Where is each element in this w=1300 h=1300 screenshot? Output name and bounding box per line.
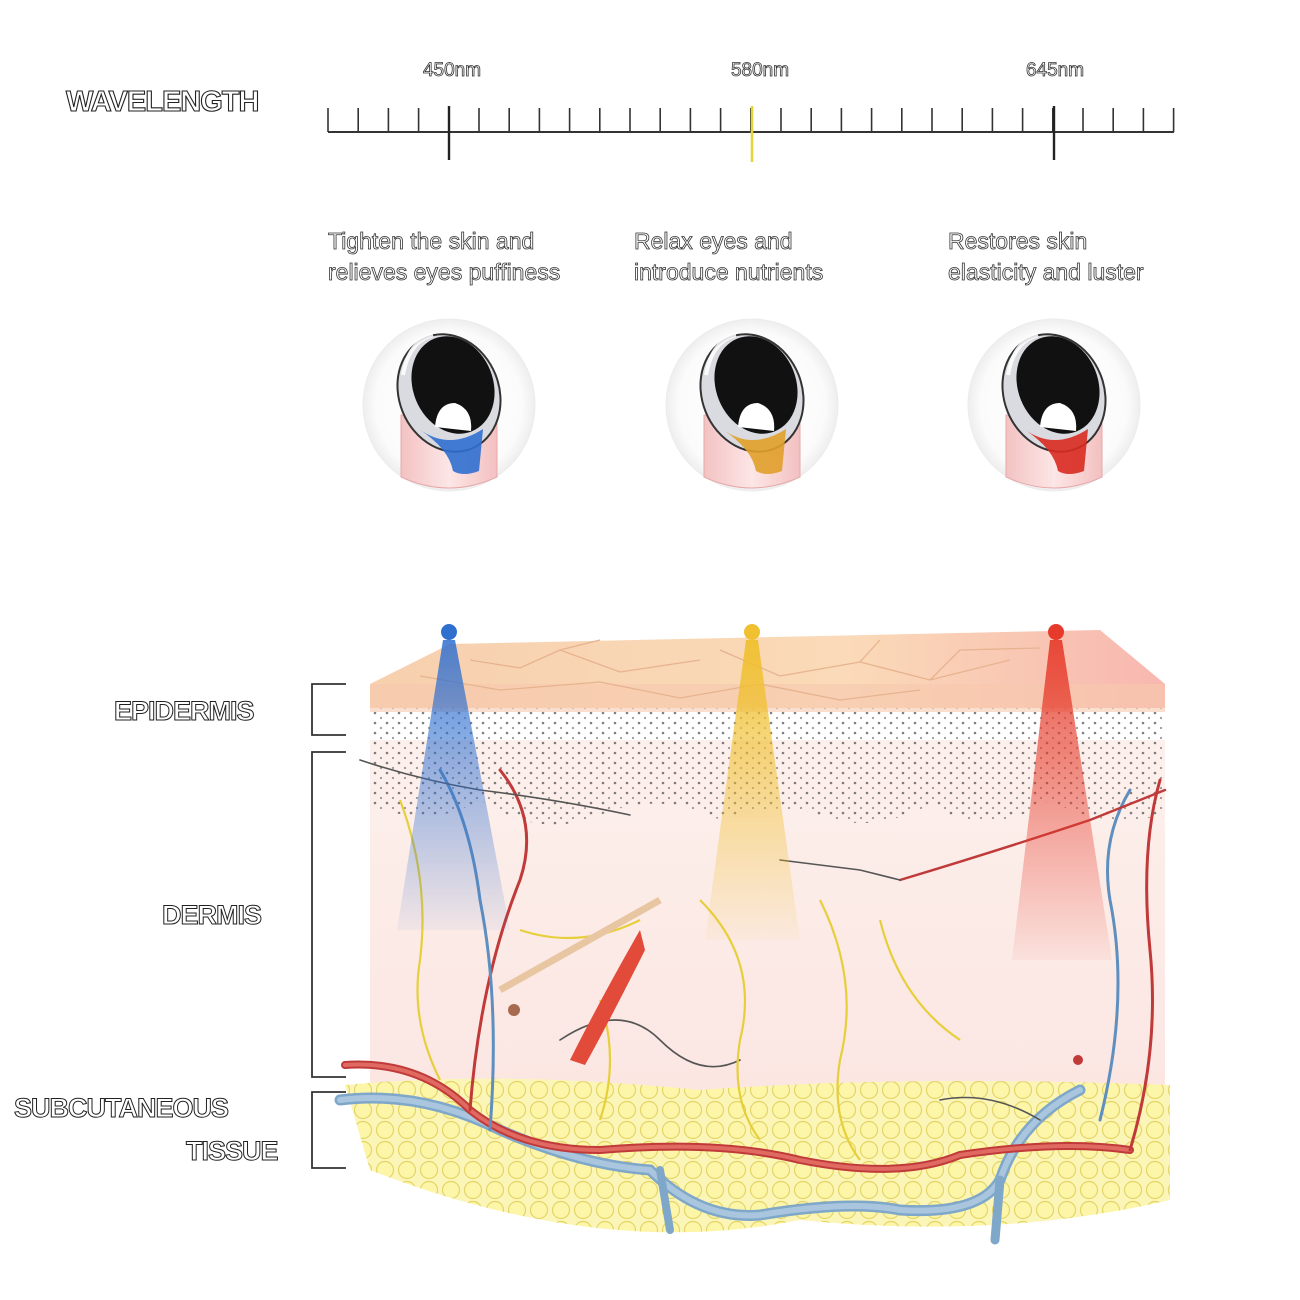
benefit-blue: Tighten the skin and relieves eyes puffi… bbox=[328, 226, 561, 288]
dermis-label: DERMIS bbox=[161, 900, 262, 931]
light-source-dot bbox=[441, 624, 457, 640]
device-illustrations bbox=[362, 318, 1141, 492]
benefit-yellow-line2: introduce nutrients bbox=[634, 259, 824, 286]
blood-vessels bbox=[334, 759, 1167, 1245]
light-beam-blue bbox=[397, 624, 510, 930]
epidermis-bracket bbox=[311, 683, 346, 736]
light-source-dot bbox=[744, 624, 760, 640]
subcutaneous-label-line1: SUBCUTANEOUS bbox=[13, 1093, 229, 1124]
wavelength-label-645: 645nm bbox=[1025, 60, 1085, 82]
benefit-blue-line1: Tighten the skin and bbox=[328, 228, 535, 255]
subcutaneous-bracket bbox=[311, 1091, 346, 1169]
eye-device-yellow bbox=[665, 318, 839, 492]
benefit-yellow: Relax eyes and introduce nutrients bbox=[634, 226, 824, 288]
eye-device-red bbox=[967, 318, 1141, 492]
light-beam-red bbox=[1012, 624, 1112, 960]
wavelength-label-450: 450nm bbox=[422, 60, 482, 82]
wavelength-label-580: 580nm bbox=[730, 60, 790, 82]
hair-follicle bbox=[570, 930, 645, 1065]
subcutaneous-label-line2: TISSUE bbox=[186, 1136, 280, 1167]
skin-texture-lines bbox=[419, 639, 1041, 701]
eye-device-blue bbox=[362, 318, 536, 492]
dermis-bracket bbox=[311, 751, 346, 1078]
wavelength-ruler bbox=[327, 106, 1175, 162]
epidermis-edge bbox=[370, 684, 1165, 712]
benefit-red: Restores skin elasticity and luster bbox=[948, 226, 1144, 288]
gland-cell bbox=[508, 1004, 520, 1016]
gland-cell bbox=[1073, 1055, 1083, 1065]
benefit-red-line1: Restores skin bbox=[948, 228, 1088, 255]
epidermis-label: EPIDERMIS bbox=[114, 696, 256, 727]
benefit-blue-line2: relieves eyes puffiness bbox=[328, 259, 561, 286]
benefit-yellow-line1: Relax eyes and bbox=[634, 228, 793, 255]
wavelength-title: WAVELENGTH bbox=[65, 85, 260, 118]
benefit-red-line2: elasticity and luster bbox=[948, 259, 1144, 286]
light-beam-yellow bbox=[705, 624, 800, 940]
light-source-dot bbox=[1048, 624, 1064, 640]
